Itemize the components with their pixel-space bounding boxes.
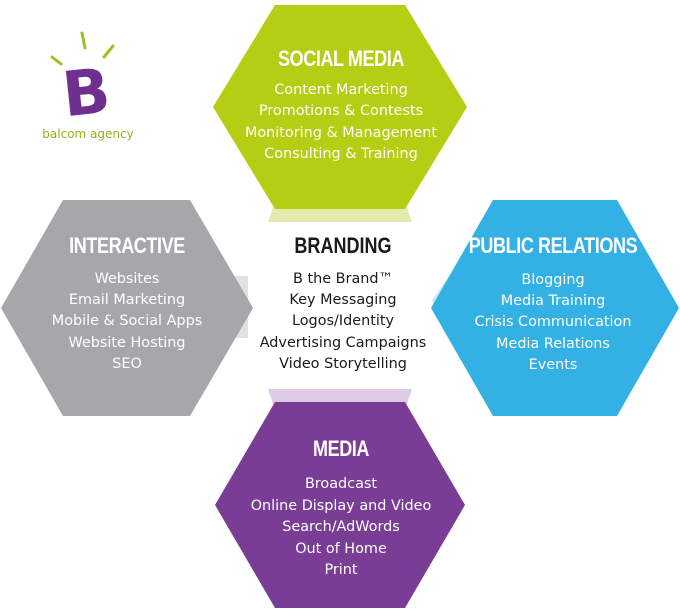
public-relations-hexagon — [431, 200, 679, 416]
interactive-item-3: Mobile & Social Apps — [52, 313, 202, 329]
media-hexagon — [215, 402, 465, 608]
interactive-hexagon — [1, 200, 253, 416]
public-relations-item-5: Events — [529, 357, 578, 373]
social-media-title: SOCIAL MEDIA — [278, 47, 404, 71]
brand-name: balcom agency — [42, 127, 133, 141]
interactive-item-4: Website Hosting — [69, 335, 186, 351]
branding-item-3: Logos/Identity — [292, 313, 394, 329]
public-relations-item-4: Media Relations — [496, 336, 610, 352]
interactive-item-5: SEO — [112, 356, 142, 372]
branding-item-5: Video Storytelling — [279, 356, 407, 372]
interactive-title: INTERACTIVE — [69, 234, 185, 258]
public-relations-group: PUBLIC RELATIONS Blogging Media Training… — [469, 234, 638, 373]
branding-item-2: Key Messaging — [289, 292, 396, 308]
logo-rays-icon — [50, 31, 115, 66]
public-relations-item-3: Crisis Communication — [475, 314, 632, 330]
media-group: MEDIA Broadcast Online Display and Video… — [251, 437, 432, 578]
branding-item-1: B the Brand™ — [293, 271, 393, 287]
social-media-item-3: Monitoring & Management — [245, 125, 437, 141]
branding-item-4: Advertising Campaigns — [260, 335, 427, 351]
media-item-5: Print — [324, 562, 357, 578]
media-item-1: Broadcast — [305, 476, 377, 492]
social-media-item-4: Consulting & Training — [264, 146, 418, 162]
media-item-3: Search/AdWords — [282, 519, 400, 535]
public-relations-item-1: Blogging — [521, 272, 584, 288]
media-title: MEDIA — [313, 437, 369, 461]
social-media-item-1: Content Marketing — [274, 82, 408, 98]
branding-group: BRANDING B the Brand™ Key Messaging Logo… — [260, 234, 427, 372]
social-media-group: SOCIAL MEDIA Content Marketing Promotion… — [245, 47, 437, 162]
interactive-item-1: Websites — [95, 271, 160, 287]
interactive-group: INTERACTIVE Websites Email Marketing Mob… — [52, 234, 202, 372]
public-relations-title: PUBLIC RELATIONS — [469, 234, 637, 258]
interactive-item-2: Email Marketing — [69, 292, 185, 308]
media-item-4: Out of Home — [295, 541, 387, 557]
media-item-2: Online Display and Video — [251, 498, 432, 514]
public-relations-item-2: Media Training — [501, 293, 606, 309]
balcom-logo: B balcom agency — [42, 31, 134, 141]
logo-letter-b: B — [59, 54, 114, 132]
social-media-hexagon — [213, 5, 467, 209]
branding-title: BRANDING — [294, 234, 391, 258]
social-media-item-2: Promotions & Contests — [259, 103, 423, 119]
